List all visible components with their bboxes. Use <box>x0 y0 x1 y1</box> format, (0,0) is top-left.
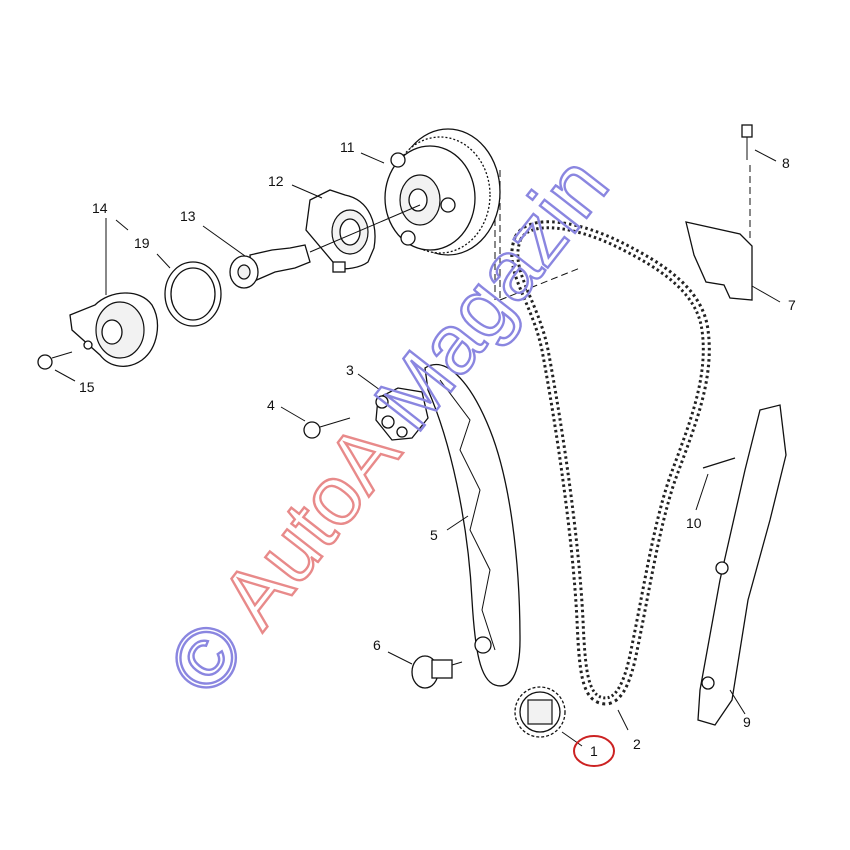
guide-rail <box>697 404 787 726</box>
highlight-ring-callout-1 <box>573 735 615 767</box>
callout-1: 1 <box>590 743 598 759</box>
callout-13: 13 <box>180 208 196 224</box>
callout-9: 9 <box>743 714 751 730</box>
callout-19: 19 <box>134 235 150 251</box>
adjuster-cover-plate <box>305 189 376 273</box>
callout-10: 10 <box>686 515 702 531</box>
leader-8 <box>754 149 777 162</box>
callout-11: 11 <box>340 139 355 155</box>
centre-line-guide <box>499 267 581 301</box>
valve-housing <box>69 292 159 367</box>
camshaft-adjuster <box>384 128 501 256</box>
timing-chain <box>510 220 711 706</box>
leader-3 <box>357 373 381 391</box>
leader-19 <box>156 253 171 269</box>
callout-5: 5 <box>430 527 438 543</box>
pin-bolt-6 <box>411 655 463 689</box>
leader-12 <box>291 184 323 199</box>
control-valve <box>229 204 421 289</box>
upper-chain-guide <box>685 221 753 301</box>
leader-7 <box>751 285 781 303</box>
callout-14: 14 <box>92 200 108 216</box>
bolt-4 <box>303 417 351 439</box>
seal-ring <box>164 261 222 327</box>
callout-3: 3 <box>346 362 354 378</box>
callout-4: 4 <box>267 397 275 413</box>
dowel-pin <box>702 457 736 469</box>
callout-2: 2 <box>633 736 641 752</box>
leader-1 <box>561 731 583 747</box>
callout-15: 15 <box>79 379 95 395</box>
leader-13 <box>202 225 246 257</box>
leader-9 <box>729 689 746 715</box>
watermark-part-a: AutoA <box>202 406 417 644</box>
callout-6: 6 <box>373 637 381 653</box>
leader-6 <box>387 651 413 665</box>
leader-14b <box>115 219 129 231</box>
chain-tensioner <box>375 387 429 441</box>
leader-10 <box>695 473 709 511</box>
callout-12: 12 <box>268 173 284 189</box>
crankshaft-sprocket <box>514 686 566 738</box>
leader-4 <box>280 406 306 422</box>
bolt-8 <box>741 124 753 160</box>
callout-8: 8 <box>782 155 790 171</box>
callout-7: 7 <box>788 297 796 313</box>
leader-2 <box>617 709 629 731</box>
bolt-15 <box>37 351 73 370</box>
leader-11 <box>360 152 385 164</box>
leader-5 <box>446 515 469 531</box>
leader-15 <box>54 369 76 382</box>
